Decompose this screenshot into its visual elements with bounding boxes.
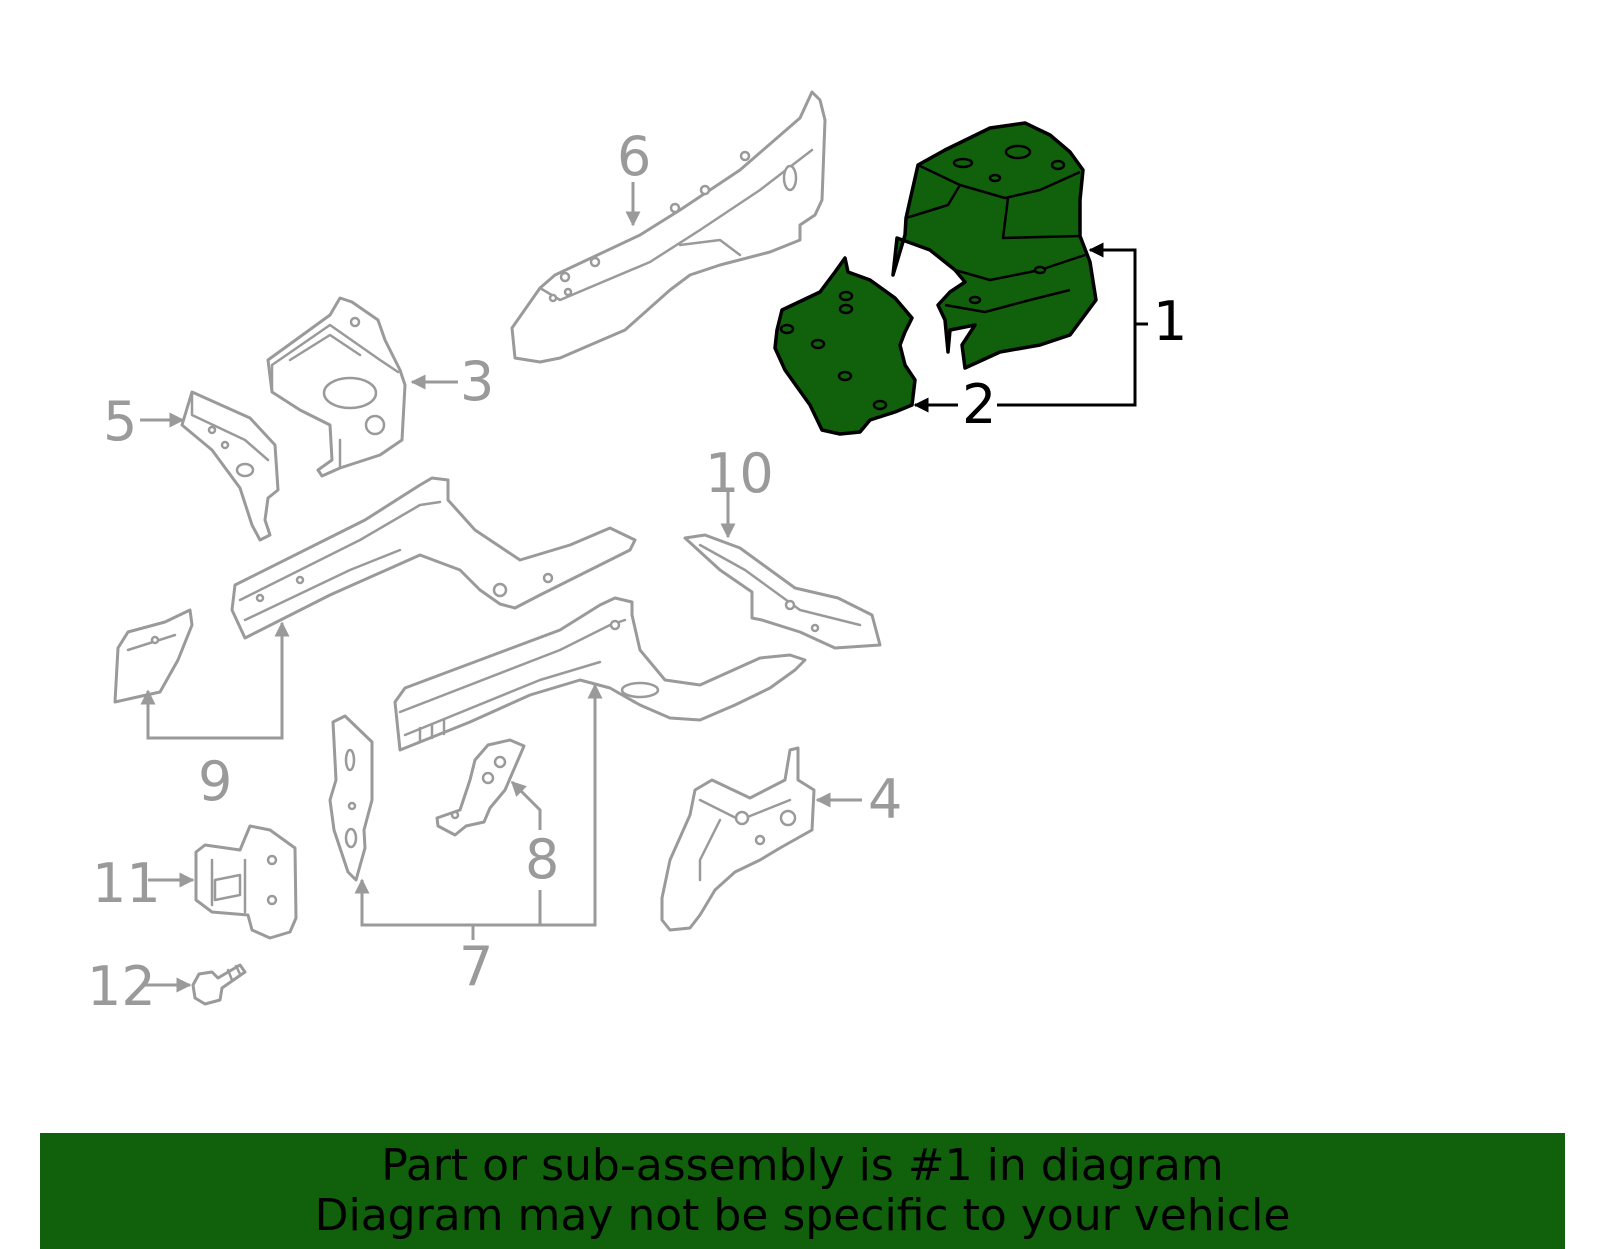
part-7-reinforcement xyxy=(328,714,374,882)
callout-12: 12 xyxy=(87,955,156,1018)
callout-labels: 1 2 3 4 5 6 7 8 9 10 11 12 xyxy=(87,125,1187,1018)
info-banner: Part or sub-assembly is #1 in diagram Di… xyxy=(40,1133,1565,1249)
part-4-bracket xyxy=(660,746,816,932)
callout-11: 11 xyxy=(92,852,161,915)
callout-1: 1 xyxy=(1153,290,1187,353)
part-11-bracket xyxy=(194,824,298,940)
part-2-inner-panel xyxy=(773,256,917,436)
callout-9: 9 xyxy=(198,750,232,813)
part-9-lower-rail xyxy=(230,476,637,640)
callout-2: 2 xyxy=(962,373,996,436)
banner-line-2: Diagram may not be specific to your vehi… xyxy=(314,1190,1291,1241)
part-9-plate xyxy=(113,608,194,704)
leader-lines xyxy=(140,182,1148,993)
part-6-upper-rail xyxy=(510,90,827,364)
part-7-lower-rail xyxy=(393,596,807,752)
part-5-bracket xyxy=(180,390,280,542)
callout-8: 8 xyxy=(525,828,559,891)
part-3-bracket xyxy=(266,296,407,478)
callout-6: 6 xyxy=(617,125,651,188)
callout-3: 3 xyxy=(460,350,494,413)
banner-line-1: Part or sub-assembly is #1 in diagram xyxy=(381,1140,1224,1191)
callout-10: 10 xyxy=(705,442,774,505)
callout-4: 4 xyxy=(868,768,902,831)
parts-diagram: 1 2 3 4 5 6 7 8 9 10 11 12 xyxy=(87,90,1187,1018)
part-8-bracket xyxy=(435,738,526,837)
part-1-apron-assembly xyxy=(891,121,1098,370)
callout-5: 5 xyxy=(103,390,137,453)
part-12-bolt xyxy=(191,963,247,1006)
part-10-bracket xyxy=(683,533,882,650)
callout-7: 7 xyxy=(459,935,493,998)
